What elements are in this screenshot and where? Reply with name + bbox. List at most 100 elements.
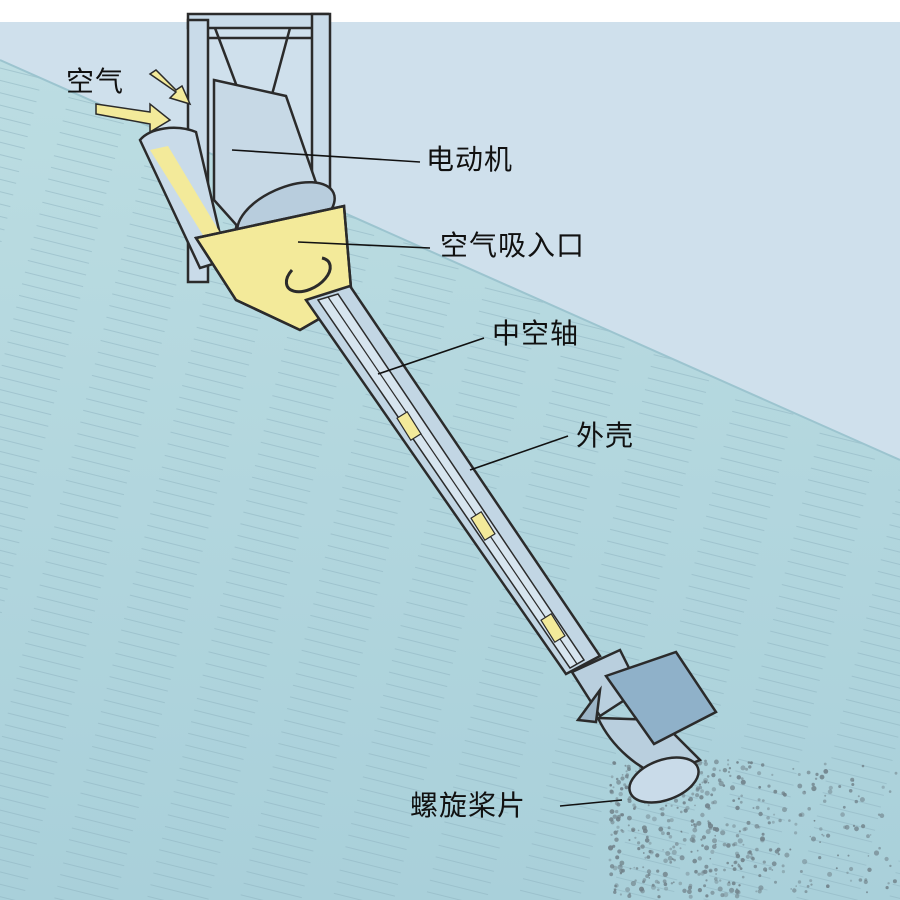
air-bubble [610, 775, 614, 779]
air-bubble [624, 785, 629, 790]
air-bubble [645, 835, 649, 839]
air-bubble [722, 768, 728, 773]
air-bubble [768, 866, 772, 871]
air-bubble [765, 869, 767, 872]
air-bubble [676, 806, 679, 809]
air-bubble [733, 841, 738, 846]
air-bubble [697, 872, 701, 876]
air-bubble [615, 855, 620, 860]
air-bubble [745, 854, 751, 859]
air-bubble [757, 798, 761, 802]
air-bubble [823, 769, 829, 774]
air-bubble [672, 845, 676, 849]
air-bubble [848, 789, 853, 793]
air-bubble [835, 867, 838, 870]
air-bubble [616, 825, 620, 829]
air-bubble [712, 844, 717, 849]
air-bubble [747, 851, 751, 855]
air-bubble [705, 879, 708, 882]
air-bubble [633, 866, 636, 869]
air-bubble [635, 770, 637, 773]
air-bubble [739, 800, 743, 804]
air-bubble [842, 805, 846, 809]
air-bubble [720, 893, 725, 898]
air-bubble [627, 798, 630, 801]
air-bubble [776, 847, 781, 852]
air-bubble [758, 785, 762, 789]
air-bubble [666, 819, 671, 823]
air-bubble [626, 764, 631, 769]
air-bubble [861, 824, 866, 829]
air-bubble [712, 838, 717, 844]
air-bubble [609, 789, 615, 795]
air-bubble [642, 852, 645, 854]
air-bubble [767, 784, 771, 788]
air-bubble [652, 816, 657, 822]
air-bubble [618, 791, 623, 797]
air-bubble [645, 874, 649, 878]
air-bubble [666, 831, 671, 836]
air-bubble [818, 856, 822, 860]
air-bubble [660, 807, 665, 811]
air-bubble [758, 874, 762, 878]
air-bubble [644, 856, 647, 859]
air-bubble [669, 818, 674, 823]
air-bubble [656, 869, 660, 873]
air-bubble [729, 774, 732, 778]
air-bubble [613, 830, 618, 835]
air-bubble [754, 824, 760, 829]
air-bubble [628, 839, 631, 841]
air-bubble [760, 837, 765, 843]
air-bubble [732, 824, 736, 828]
air-bubble [777, 853, 780, 856]
air-bubble [654, 879, 659, 884]
air-bubble [792, 888, 797, 893]
air-bubble [867, 867, 872, 872]
air-bubble [771, 861, 777, 867]
air-bubble [669, 860, 673, 864]
air-bubble [615, 809, 619, 814]
air-bubble [727, 763, 730, 766]
air-bubble [859, 797, 865, 803]
air-bubble [634, 836, 637, 839]
air-bubble [794, 822, 798, 826]
air-bubble [781, 864, 785, 868]
guard-plate [604, 650, 718, 746]
air-bubble [667, 826, 671, 830]
air-bubble [784, 852, 790, 858]
air-bubble [889, 864, 892, 868]
air-bubble [843, 825, 847, 829]
air-bubble [815, 772, 819, 777]
air-bubble [722, 842, 727, 847]
air-bubble [858, 878, 863, 882]
air-bubble [735, 834, 740, 838]
air-bubble [608, 858, 612, 862]
air-bubble [609, 872, 614, 877]
air-bubble [732, 843, 736, 847]
air-bubble [644, 838, 650, 843]
bubble-plume [608, 758, 898, 899]
air-bubble [735, 851, 739, 856]
air-bubble [609, 809, 615, 814]
air-bubble [732, 867, 737, 871]
air-bubble [670, 882, 674, 885]
air-bubble [624, 764, 627, 767]
air-bubble [742, 827, 747, 832]
air-bubble [807, 807, 811, 811]
label-air-inlet: 空气吸入口 [440, 229, 586, 262]
air-bubble [778, 818, 782, 823]
air-bubble [658, 826, 664, 832]
air-bubble [640, 888, 645, 894]
air-bubble [630, 880, 637, 887]
air-bubble [621, 774, 624, 776]
air-bubble [612, 814, 617, 819]
air-bubble [718, 780, 724, 787]
label-hollow-shaft: 中空轴 [492, 317, 580, 350]
air-bubble [728, 767, 732, 770]
air-bubble [682, 888, 687, 893]
air-bubble [610, 833, 613, 836]
air-bubble [704, 759, 707, 763]
air-bubble [663, 882, 668, 886]
air-bubble [771, 820, 775, 824]
air-bubble [621, 868, 625, 873]
